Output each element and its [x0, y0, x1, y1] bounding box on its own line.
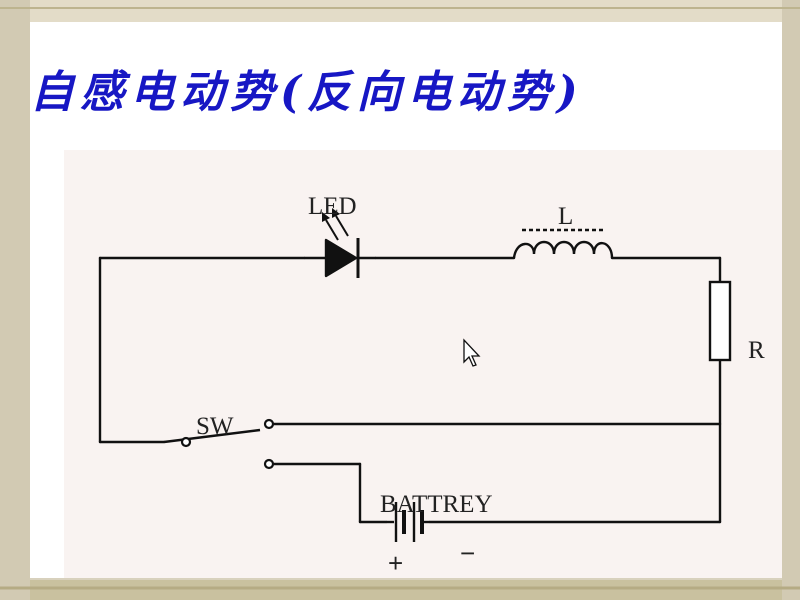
slide-title: 自感电动势(反向电动势)	[30, 67, 584, 118]
slide: 自感电动势(反向电动势)	[30, 22, 782, 578]
label-resistor: R	[748, 337, 765, 364]
led-diode-icon	[304, 208, 376, 278]
label-battery-minus: −	[460, 538, 475, 568]
circuit-diagram: LED L R SW BATTREY + −	[64, 150, 782, 578]
circuit-svg: LED L R SW BATTREY + −	[98, 193, 765, 578]
label-switch: SW	[196, 413, 234, 440]
label-inductor: L	[558, 203, 573, 230]
resistor-icon	[708, 280, 732, 362]
label-battery: BATTREY	[380, 491, 493, 518]
inductor-coil-icon	[512, 228, 614, 259]
switch-icon	[163, 418, 275, 470]
label-led: LED	[308, 193, 357, 220]
label-battery-plus: +	[388, 548, 403, 578]
battery-icon	[386, 502, 430, 542]
mouse-cursor-icon	[463, 338, 481, 367]
